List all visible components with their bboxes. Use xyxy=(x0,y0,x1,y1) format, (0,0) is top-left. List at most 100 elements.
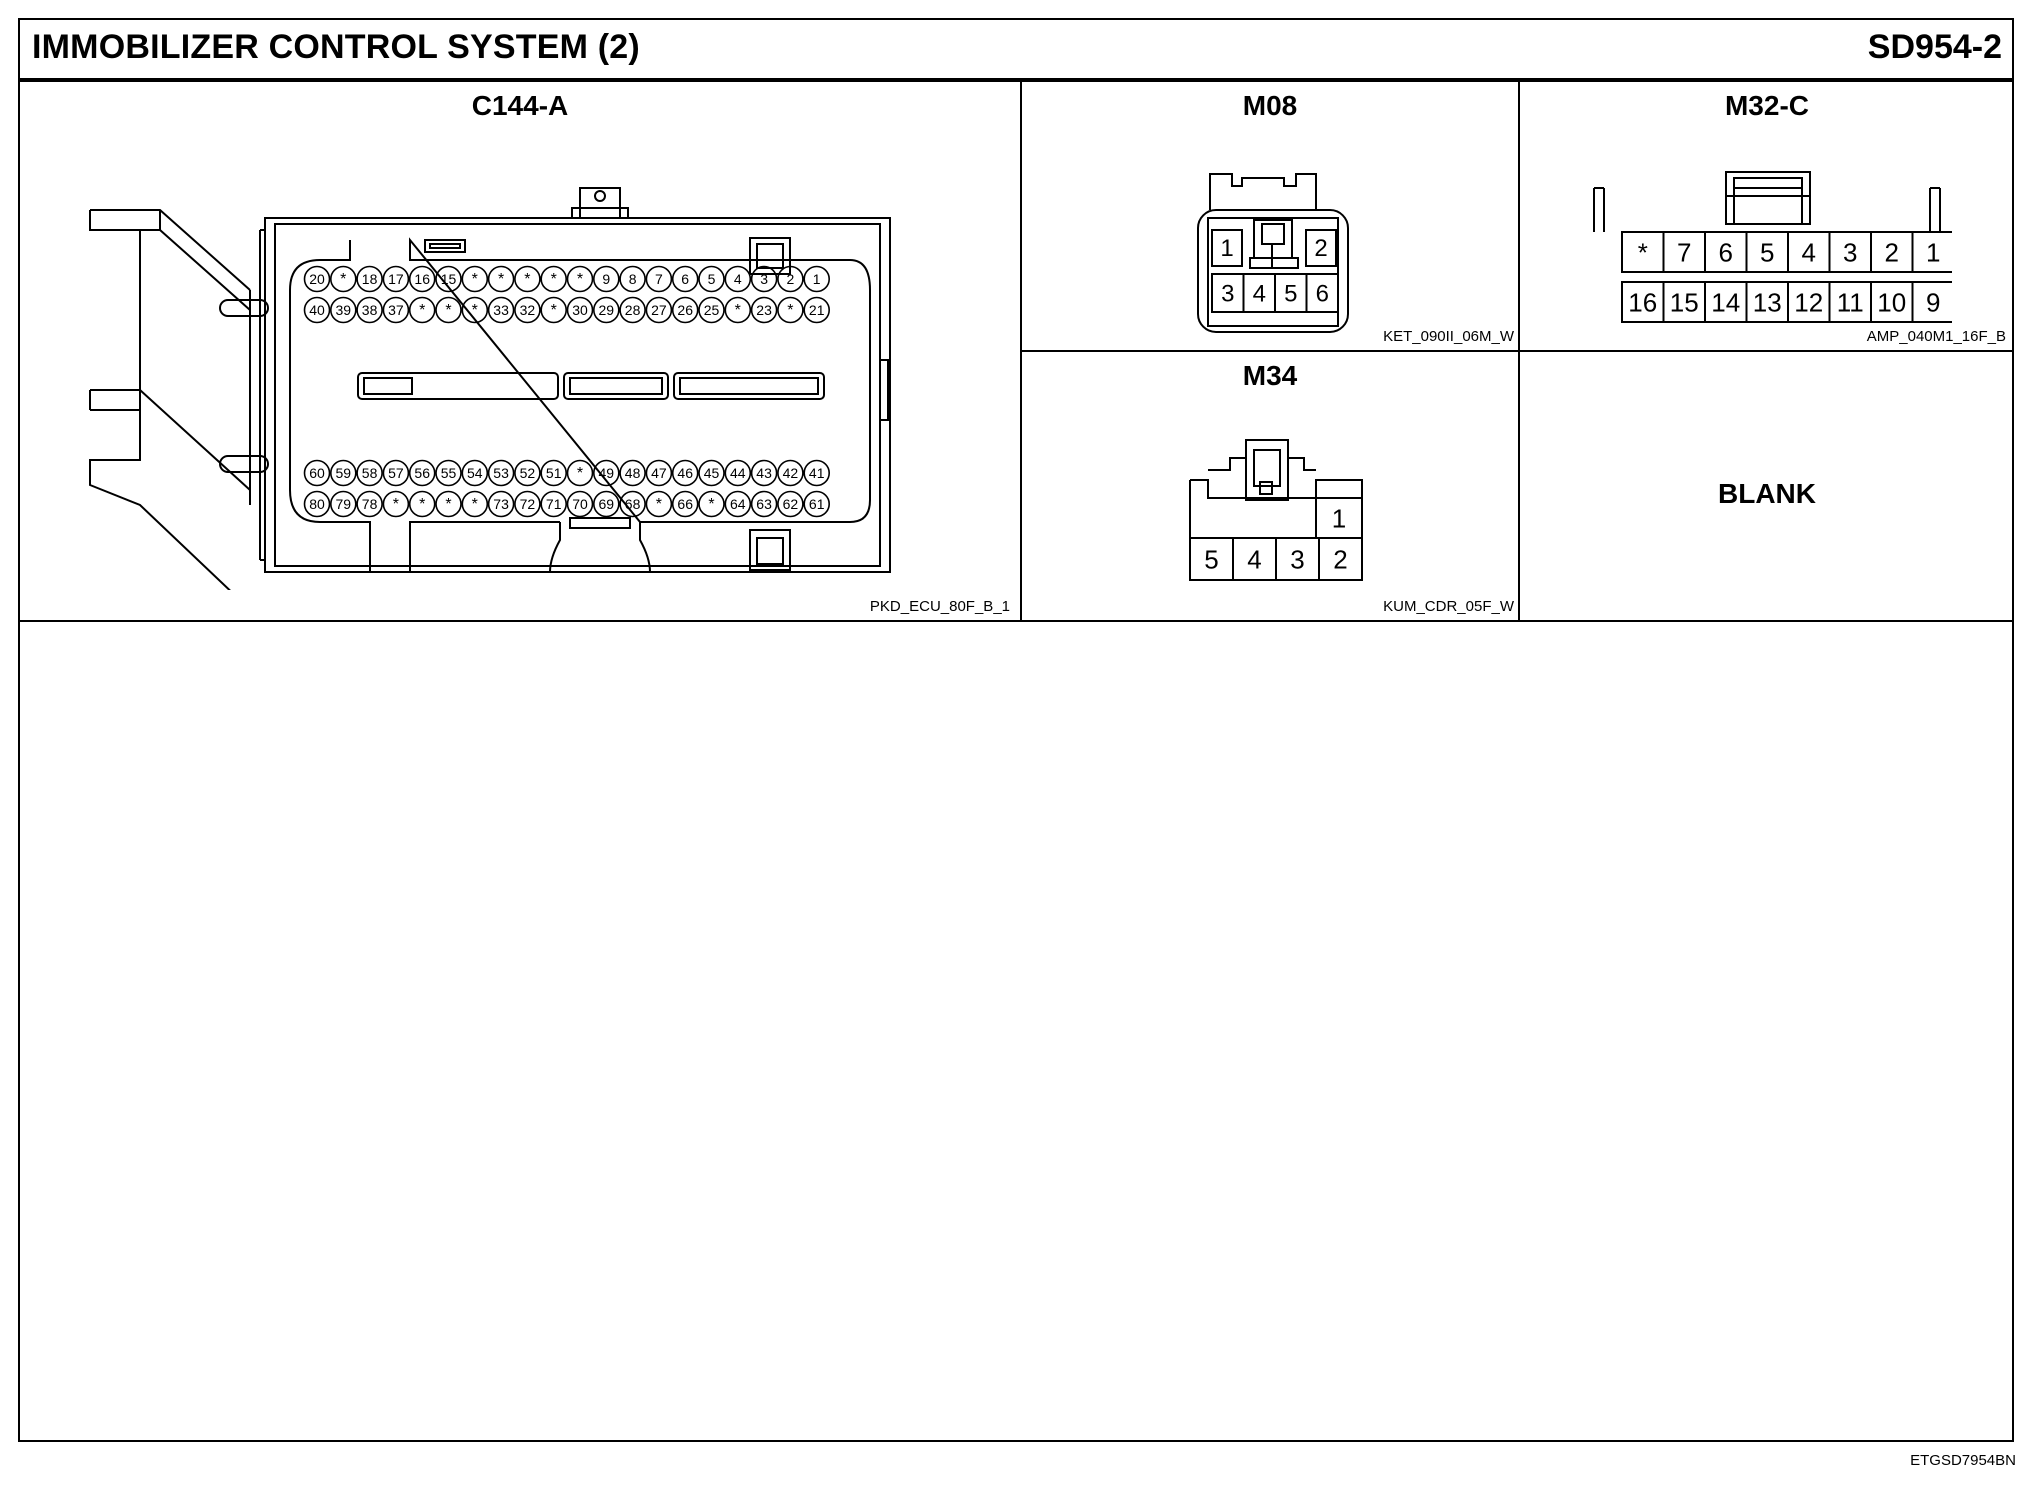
c144a-pin-label: 33 xyxy=(493,302,509,318)
c144a-pin-label: 64 xyxy=(730,496,746,512)
c144a-pin-2-10 xyxy=(566,459,594,487)
c144a-pin-0-0 xyxy=(303,265,331,293)
divider-horizontal-bottom xyxy=(20,620,2014,622)
c144a-pin-0-18 xyxy=(777,265,804,293)
c144a-pin-label: 58 xyxy=(362,465,378,481)
c144a-pin-label: 5 xyxy=(708,271,716,287)
m32c-bottom-label-1: 15 xyxy=(1670,287,1699,317)
c144a-pin-2-17 xyxy=(750,459,778,487)
c144a-pin-label: 3 xyxy=(760,271,768,287)
c144a-pin-1-19 xyxy=(803,296,831,324)
c144a-pin-label: * xyxy=(445,496,451,513)
c144a-pin-label: 60 xyxy=(309,465,325,481)
c144a-pin-2-16 xyxy=(724,459,752,487)
c144a-pin-2-11 xyxy=(592,459,620,487)
c144a-pin-label: 37 xyxy=(388,302,404,318)
c144a-pin-label: 54 xyxy=(467,465,483,481)
c144a-pin-label: * xyxy=(419,496,425,513)
c144a-pin-0-17 xyxy=(750,265,778,293)
c144a-pin-label: 15 xyxy=(441,271,457,287)
title-bar: IMMOBILIZER CONTROL SYSTEM (2) SD954-2 xyxy=(20,20,2012,82)
c144a-pin-label: 25 xyxy=(704,302,720,318)
connector-m34-title: M34 xyxy=(1242,360,1298,391)
c144a-pin-label: 55 xyxy=(441,465,457,481)
c144a-pin-3-18 xyxy=(777,490,804,518)
c144a-pin-label: 27 xyxy=(651,302,667,318)
c144a-pin-label: 68 xyxy=(625,496,641,512)
c144a-pin-label: 78 xyxy=(362,496,378,512)
c144a-pin-label: 8 xyxy=(629,271,637,287)
c144a-pin-label: 70 xyxy=(572,496,588,512)
c144a-pin-label: 41 xyxy=(809,465,825,481)
c144a-pin-1-9 xyxy=(540,296,568,324)
c144a-pin-label: 62 xyxy=(783,496,799,512)
c144a-pin-label: 53 xyxy=(493,465,509,481)
c144a-pin-label: 49 xyxy=(599,465,615,481)
c144a-pin-label: * xyxy=(393,496,399,513)
c144a-pin-label: * xyxy=(472,302,478,319)
c144a-pin-2-18 xyxy=(777,459,804,487)
c144a-pin-label: * xyxy=(498,271,504,288)
c144a-pin-label: * xyxy=(708,496,714,513)
c144a-pin-1-11 xyxy=(592,296,620,324)
connector-m34-part-no: KUM_CDR_05F_W xyxy=(1383,598,1514,615)
m08-bottom-label-0: 3 xyxy=(1221,281,1234,308)
c144a-pin-2-3 xyxy=(382,459,410,487)
m32c-top-label-5: 3 xyxy=(1843,237,1857,267)
c144a-pin-1-6 xyxy=(461,296,489,324)
m32c-bottom-label-0: 16 xyxy=(1628,287,1657,317)
c144a-pin-3-11 xyxy=(592,490,620,518)
m32c-bottom-label-3: 13 xyxy=(1753,287,1782,317)
c144a-pin-1-3 xyxy=(382,296,410,324)
c144a-pin-label: * xyxy=(551,302,557,319)
c144a-pin-label: 71 xyxy=(546,496,562,512)
c144a-pin-label: 17 xyxy=(388,271,404,287)
c144a-pin-3-3 xyxy=(382,490,410,518)
c144a-pin-label: * xyxy=(419,302,425,319)
c144a-pin-label: * xyxy=(787,302,793,319)
blank-panel-label: BLANK xyxy=(1718,478,1816,509)
c144a-pin-1-15 xyxy=(698,296,725,324)
c144a-pin-label: 38 xyxy=(362,302,378,318)
c144a-pin-0-4 xyxy=(408,265,436,293)
c144a-pin-label: 52 xyxy=(520,465,536,481)
m08-bottom-label-2: 5 xyxy=(1284,281,1297,308)
c144a-pin-3-1 xyxy=(329,490,357,518)
connector-m32c-part-no: AMP_040M1_16F_B xyxy=(1866,328,2006,345)
connector-c144a-title: C144-A xyxy=(471,90,569,121)
c144a-pin-2-12 xyxy=(619,459,646,487)
c144a-pin-2-5 xyxy=(435,459,462,487)
connector-m08-part-no: KET_090II_06M_W xyxy=(1383,328,1514,345)
divider-horizontal-mid xyxy=(1020,350,2014,352)
c144a-pin-label: 7 xyxy=(655,271,663,287)
c144a-pin-label: 73 xyxy=(493,496,509,512)
c144a-pin-1-8 xyxy=(514,296,541,324)
c144a-pin-0-7 xyxy=(487,265,515,293)
connector-m08-title: M08 xyxy=(1242,90,1298,121)
c144a-pin-label: 51 xyxy=(546,465,562,481)
c144a-pin-label: 20 xyxy=(309,271,325,287)
m32c-bottom-label-7: 9 xyxy=(1926,287,1940,317)
c144a-pin-2-6 xyxy=(461,459,489,487)
c144a-pin-0-19 xyxy=(803,265,831,293)
c144a-pin-3-5 xyxy=(435,490,462,518)
c144a-pin-3-2 xyxy=(356,490,383,518)
c144a-pin-3-7 xyxy=(487,490,515,518)
m08-bottom-label-3: 6 xyxy=(1316,281,1329,308)
c144a-pin-label: * xyxy=(735,302,741,319)
c144a-pin-1-13 xyxy=(645,296,673,324)
m08-bottom-cell-3 xyxy=(1305,273,1339,313)
c144a-pin-2-0 xyxy=(303,459,331,487)
m34-bottom-label-2: 3 xyxy=(1290,544,1304,574)
c144a-pin-label: 26 xyxy=(677,302,693,318)
c144a-pin-2-9 xyxy=(540,459,568,487)
c144a-pin-3-8 xyxy=(514,490,541,518)
m32c-bottom-label-2: 14 xyxy=(1711,287,1740,317)
c144a-pin-1-1 xyxy=(329,296,357,324)
c144a-pin-1-4 xyxy=(408,296,436,324)
c144a-pin-label: * xyxy=(472,496,478,513)
m34-top-label-0: 1 xyxy=(1332,503,1346,533)
c144a-pin-3-12 xyxy=(619,490,646,518)
c144a-pin-0-14 xyxy=(671,265,699,293)
